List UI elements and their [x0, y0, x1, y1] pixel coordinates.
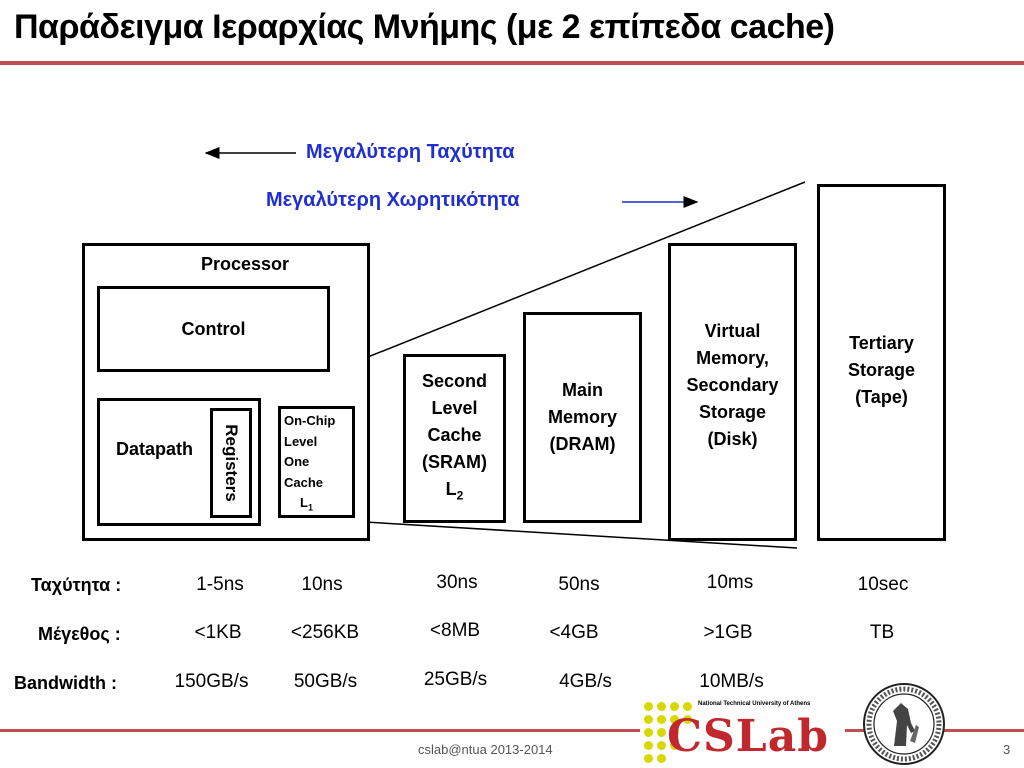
l1-cache-text: On-Chip Level One Cache L1 — [284, 413, 336, 513]
size-main-memory: <4GB — [549, 622, 599, 643]
speed-l1: 10ns — [301, 574, 343, 595]
size-tape: TB — [869, 622, 895, 643]
size-l2: <8MB — [429, 620, 481, 641]
datapath-box: Datapath Registers — [97, 398, 261, 526]
bandwidth-row-label: Bandwidth : — [14, 673, 117, 693]
cslab-logo: National Technical University of Athens … — [640, 700, 845, 764]
l2-cache-box: Second Level Cache (SRAM) L2 — [403, 354, 506, 523]
title-divider — [0, 61, 1024, 65]
processor-box: Processor Control Datapath Registers On-… — [82, 243, 370, 541]
control-label: Control — [181, 318, 246, 339]
speed-main-memory: 50ns — [558, 574, 600, 595]
footer-divider — [0, 729, 1024, 732]
virtual-memory-box: Virtual Memory, Secondary Storage (Disk) — [668, 243, 797, 541]
size-l1: <256KB — [290, 622, 360, 643]
virtual-memory-text: Virtual Memory, Secondary Storage (Disk) — [686, 321, 779, 449]
size-row-label: Μέγεθος : — [38, 624, 121, 644]
registers-box: Registers — [210, 408, 252, 518]
logo-dots-icon — [640, 700, 698, 764]
speed-l2: 30ns — [436, 572, 478, 593]
logo-text: CSLab — [667, 711, 830, 762]
bandwidth-l1: 50GB/s — [293, 671, 358, 692]
bandwidth-registers: 150GB/s — [174, 671, 249, 692]
footer-text: cslab@ntua 2013-2014 — [418, 742, 553, 757]
bandwidth-main-memory: 4GB/s — [559, 671, 612, 692]
datapath-label: Datapath — [116, 439, 194, 459]
size-registers: <1KB — [194, 622, 242, 643]
capacity-direction-label: Μεγαλύτερη Χωρητικότητα — [266, 189, 520, 211]
l1-cache-box: On-Chip Level One Cache L1 — [278, 406, 355, 518]
bandwidth-disk: 10MB/s — [699, 671, 764, 692]
tertiary-storage-text: Tertiary Storage (Tape) — [847, 333, 916, 407]
control-box: Control — [97, 286, 330, 372]
speed-tape: 10sec — [857, 574, 909, 595]
registers-label: Registers — [222, 424, 241, 502]
speed-registers: 1-5ns — [196, 574, 244, 595]
page-number: 3 — [1003, 742, 1011, 757]
processor-label: Processor — [201, 254, 290, 274]
tertiary-storage-box: Tertiary Storage (Tape) — [817, 184, 946, 541]
speed-direction-label: Μεγαλύτερη Ταχύτητα — [306, 141, 515, 163]
logo-caption: National Technical University of Athens — [698, 701, 811, 707]
size-disk: >1GB — [703, 622, 753, 643]
main-memory-box: Main Memory (DRAM) — [523, 312, 642, 523]
university-seal-icon — [863, 683, 945, 765]
speed-disk: 10ms — [706, 572, 754, 593]
page-title: Παράδειγμα Ιεραρχίας Μνήμης (με 2 επίπεδ… — [14, 8, 835, 46]
bandwidth-l2: 25GB/s — [423, 669, 488, 690]
speed-row-label: Ταχύτητα : — [31, 575, 122, 595]
